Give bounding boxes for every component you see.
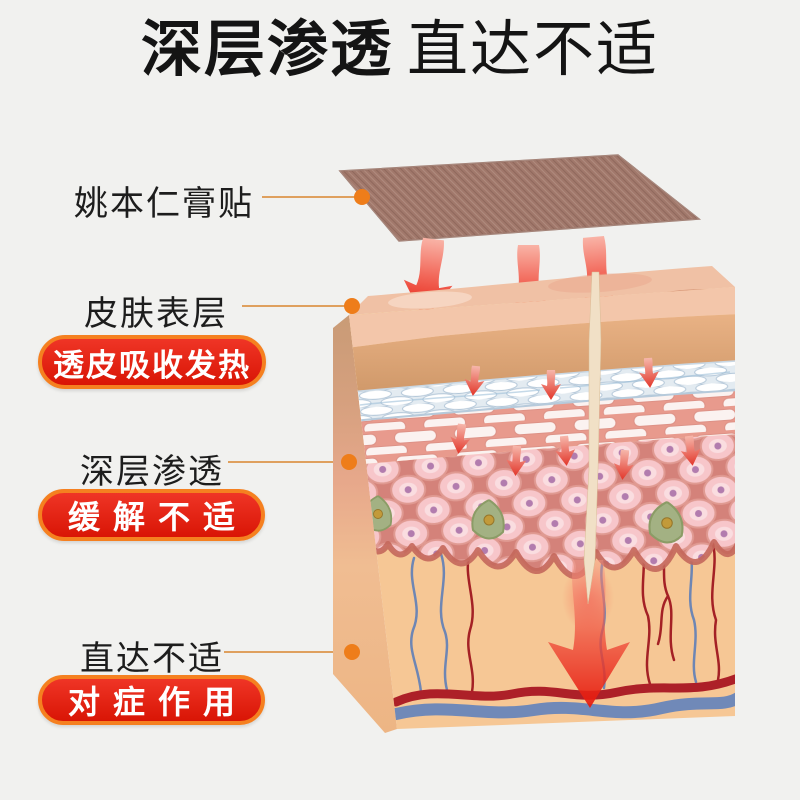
badge-symptomatic-action: 对症作用 [38,675,265,725]
leader-lines [224,196,362,653]
leader-dot-patch [354,189,370,205]
leader-dot-direct [344,644,360,660]
skin-side-face [333,315,397,733]
title-light-text: 直达不适 [407,15,660,83]
callout-skin-surface-label: 皮肤表层 [84,295,228,333]
plaster-patch-icon [338,154,701,242]
leader-dot-skin-surface [344,298,360,314]
badge-relieve-discomfort: 缓解不适 [38,489,265,541]
leader-dots [341,189,370,660]
artery-vessel [391,673,735,707]
callout-direct-relief-label: 直达不适 [80,640,224,678]
page-title: 深层渗透直达不适 [0,15,800,83]
basal-cell-layer [349,434,735,579]
vein-vessel [390,692,735,720]
skin-front-face [349,287,735,729]
callout-deep-penetration-label: 深层渗透 [80,453,224,491]
title-bold-text: 深层渗透 [140,15,393,83]
skin-surface-layer [349,287,735,349]
deep-penetration-arrow-icon [548,560,630,708]
leader-dot-deep [341,454,357,470]
epidermis-layer [349,314,735,392]
badge-transdermal-heat: 透皮吸收发热 [38,335,266,389]
main-blood-vessels [390,673,735,720]
spinous-cell-layer [349,390,735,466]
crack-channel [583,271,602,605]
callout-patch-label: 姚本仁膏贴 [74,185,254,223]
skin-cross-section-icon [333,266,735,733]
